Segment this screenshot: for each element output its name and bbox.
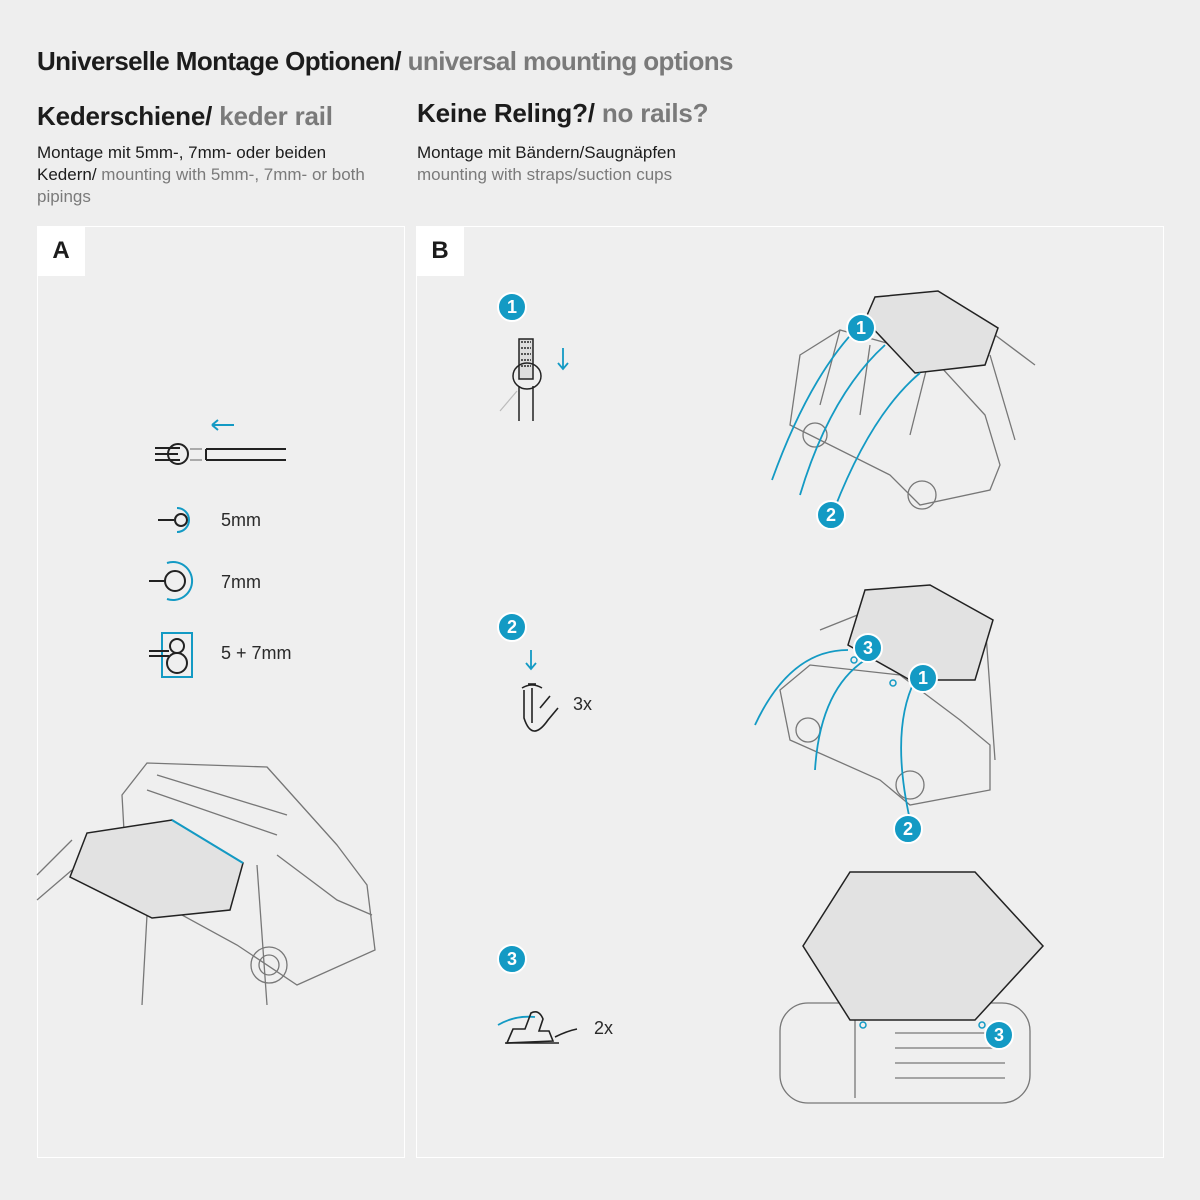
step-3-quantity: 2x — [594, 1018, 614, 1038]
desc-english: mounting with 5mm-, 7mm- or both pipings — [37, 165, 365, 206]
car-badge-1: 1 — [908, 663, 938, 693]
clamp-hook-icon — [497, 1011, 578, 1044]
van-topview-illustration — [779, 871, 1045, 1104]
panel-b — [416, 226, 1164, 1158]
car-badge-3: 3 — [984, 1020, 1014, 1050]
van-with-awning-illustration — [36, 762, 376, 1006]
car-badge-3: 3 — [853, 633, 883, 663]
panel-a — [37, 226, 405, 1158]
section-a-heading: Kederschiene/ keder rail — [37, 101, 333, 132]
heading-german: Keine Reling?/ — [417, 98, 595, 128]
title-german: Universelle Montage Optionen/ — [37, 46, 402, 76]
5-7mm-piping-icon — [149, 632, 193, 678]
heading-english: no rails? — [601, 98, 709, 128]
5mm-piping-icon — [158, 507, 190, 533]
panel-b-label: B — [416, 226, 464, 276]
page-title: Universelle Montage Optionen/ universal … — [37, 46, 734, 77]
desc-english: mounting with straps/suction cups — [417, 165, 673, 184]
option-5mm: 5mm — [221, 510, 261, 530]
7mm-piping-icon — [149, 561, 194, 601]
desc-german: Montage mit Bändern/Saugnäpfen — [417, 143, 676, 162]
title-english: universal mounting options — [407, 46, 734, 76]
car-badge-2: 2 — [816, 500, 846, 530]
step-1-badge: 1 — [497, 292, 527, 322]
section-b-heading: Keine Reling?/ no rails? — [417, 98, 709, 129]
keder-insert-icon — [155, 419, 286, 465]
wagon-suction-illustration — [754, 584, 996, 821]
car-badge-1: 1 — [846, 313, 876, 343]
step-2-quantity: 3x — [573, 694, 593, 714]
strap-buckle-icon — [499, 338, 569, 421]
option-7mm: 7mm — [221, 572, 261, 592]
section-b-description: Montage mit Bändern/Saugnäpfen mounting w… — [417, 142, 762, 186]
step-3-badge: 3 — [497, 944, 527, 974]
heading-english: keder rail — [219, 101, 333, 131]
step-2-badge: 2 — [497, 612, 527, 642]
heading-german: Kederschiene/ — [37, 101, 213, 131]
van-straps-illustration — [771, 290, 1036, 516]
desc-german: Montage mit 5mm-, 7mm- oder beiden Keder… — [37, 143, 327, 184]
panel-a-label: A — [37, 226, 85, 276]
suction-cup-icon — [521, 650, 559, 732]
section-a-description: Montage mit 5mm-, 7mm- oder beiden Keder… — [37, 142, 382, 208]
car-badge-2: 2 — [893, 814, 923, 844]
option-5-7mm: 5 + 7mm — [221, 643, 292, 663]
